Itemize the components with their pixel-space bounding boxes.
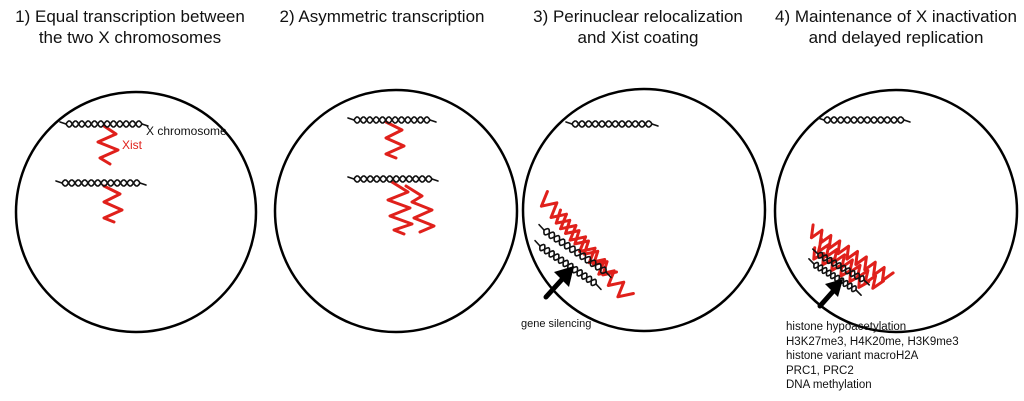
nucleus-panel-3 xyxy=(521,87,767,333)
mark-item: histone variant macroH2A xyxy=(786,350,919,363)
mark-item: DNA methylation xyxy=(786,379,872,392)
panel-4-title-line-2: and delayed replication xyxy=(808,28,984,47)
chromosome-panel-1-b xyxy=(55,179,147,187)
xist-rna-panel-3-b xyxy=(554,208,618,277)
chromosome-panel-1-a xyxy=(59,120,149,128)
panel-2-title-line-1: 2) Asymmetric transcription xyxy=(279,7,485,26)
panel-1-title-line-1: 1) Equal transcription between xyxy=(15,7,245,26)
chromosome-panel-2-b xyxy=(347,175,439,183)
panel-3-title: 3) Perinuclear relocalization and Xist c… xyxy=(510,6,766,48)
xist-label: Xist xyxy=(122,138,143,152)
xist-rna-panel-2-c xyxy=(404,184,436,234)
epigenetic-marks-list: histone hypoacetylation H3K27me3, H4K20m… xyxy=(786,320,959,393)
xist-rna-panel-1-b xyxy=(102,184,124,224)
nucleus-panel-4 xyxy=(773,88,1019,334)
chromosome-layer xyxy=(55,116,911,296)
panel-1-title-line-2: the two X chromosomes xyxy=(38,28,222,47)
chromosome-panel-3-free xyxy=(565,120,659,128)
silencing-arrow-panel-3 xyxy=(543,266,574,300)
panel-2-title: 2) Asymmetric transcription xyxy=(262,6,502,27)
panel-4-title: 4) Maintenance of X inactivation and del… xyxy=(768,6,1024,48)
mark-item: histone hypoacetylation xyxy=(786,321,907,333)
x-chromosome-label: X chromosome xyxy=(146,124,227,138)
panel-1-title: 1) Equal transcription between the two X… xyxy=(0,6,260,48)
xist-rna-panel-1-a xyxy=(96,124,120,166)
mark-item: PRC1, PRC2 xyxy=(786,364,854,377)
chromosome-panel-2-a xyxy=(347,116,437,124)
xist-rna-panel-2-b xyxy=(386,180,414,236)
chromosome-panel-4-inactive-b xyxy=(808,258,862,296)
mark-item: H3K27me3, H4K20me, H3K9me3 xyxy=(786,335,959,348)
gene-silencing-label: gene silencing xyxy=(521,318,592,330)
panel-3-title-line-1: 3) Perinuclear relocalization xyxy=(533,7,743,26)
xist-rna-panel-2-a xyxy=(384,120,406,160)
chromosome-panel-3-inactive-b xyxy=(534,239,602,291)
panel-4-title-line-1: 4) Maintenance of X inactivation xyxy=(775,7,1017,26)
panel-3-title-line-2: and Xist coating xyxy=(577,28,699,47)
nucleus-panel-2 xyxy=(273,88,519,334)
chromosome-panel-4-inactive-a xyxy=(811,248,871,286)
silencing-arrow-panel-4 xyxy=(817,279,843,309)
nucleus-panel-1 xyxy=(14,90,258,334)
chromosome-panel-4-free xyxy=(817,116,911,124)
xist-rna-layer xyxy=(96,120,895,299)
chromosome-panel-3-inactive-a xyxy=(538,223,612,279)
